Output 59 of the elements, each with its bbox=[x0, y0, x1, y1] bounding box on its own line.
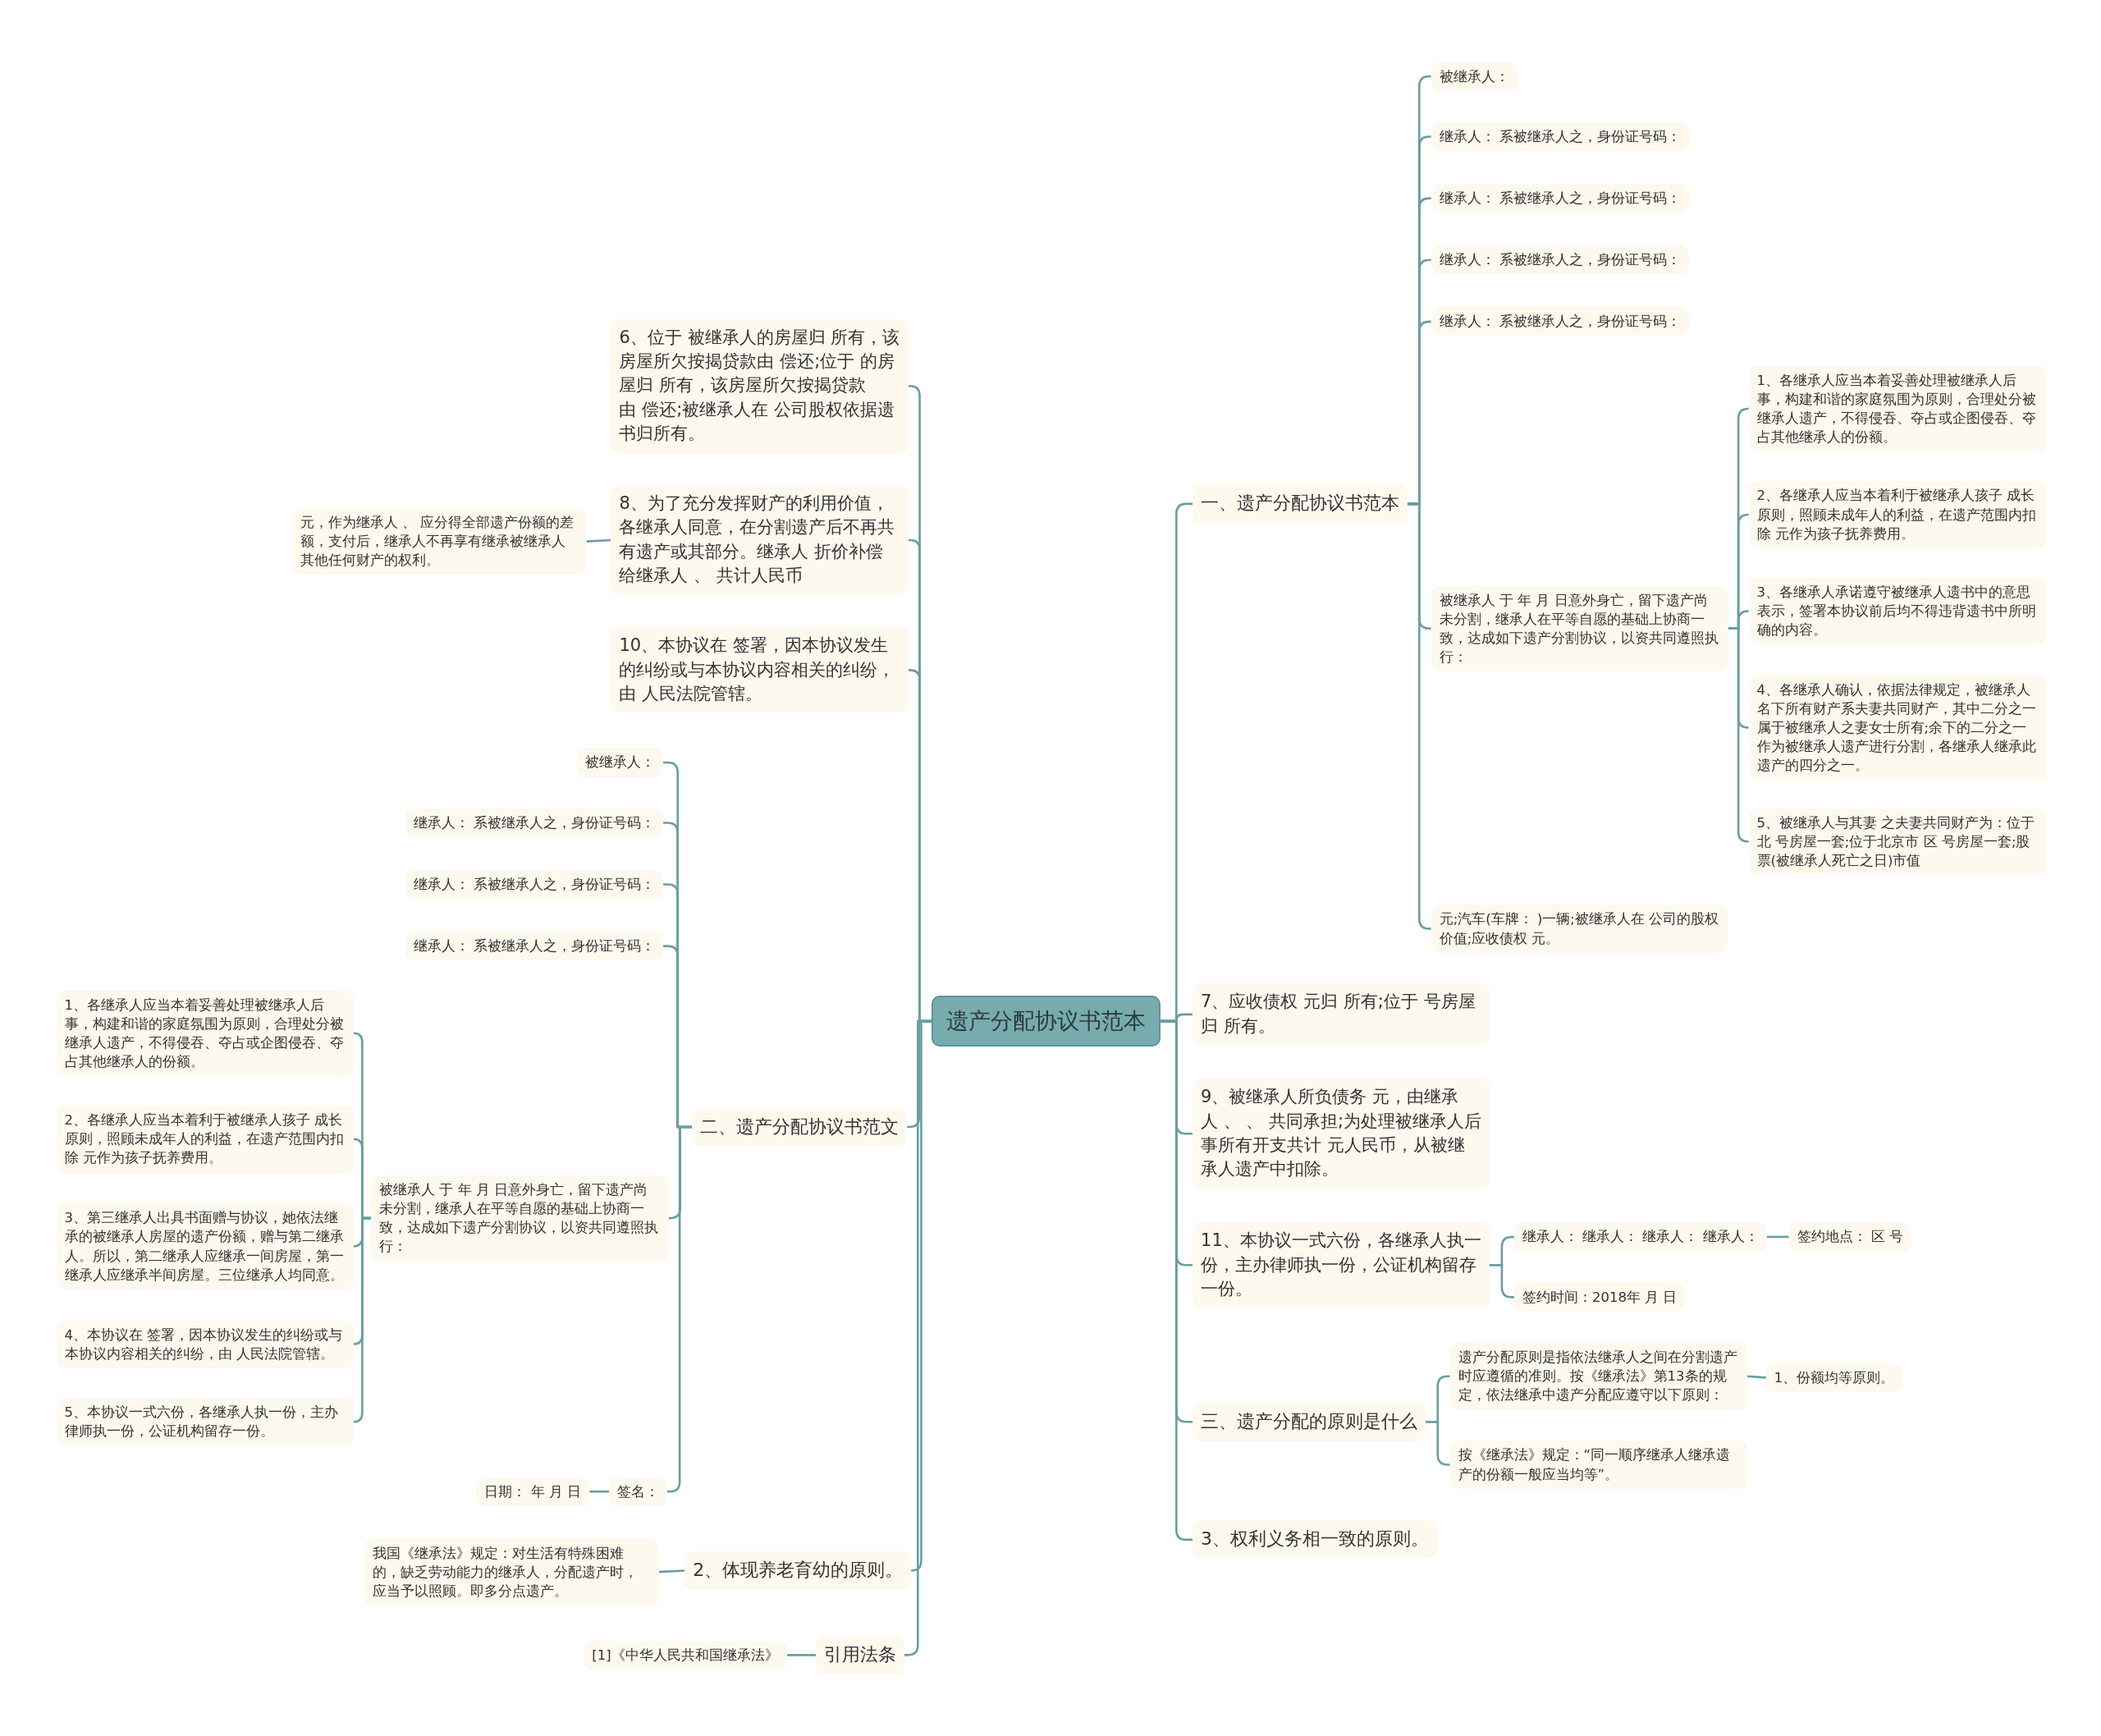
topic-box: 按《继承法》规定：“同一顺序继承人继承遗产的份额一般应当均等”。 bbox=[1449, 1441, 1747, 1489]
topic-box: 2、各继承人应当本着利于被继承人孩子 成长原则，照顾未成年人的利益，在遗产范围内扣除 元作为孩子抚养费用。 bbox=[56, 1106, 354, 1173]
topic-box: 10、本协议在 签署，因本协议发生的纠纷或与本协议内容相关的纠纷，由 人民法院管辖。 bbox=[611, 627, 909, 713]
topic-box: 签约地点： 区 号 bbox=[1788, 1222, 1912, 1252]
topic-box: 引用法条 bbox=[816, 1635, 905, 1674]
topic-box: 继承人： 系被继承人之，身份证号码： bbox=[405, 870, 664, 900]
topic-box: 被继承人： bbox=[1430, 62, 1517, 91]
connector-line bbox=[1766, 1235, 1789, 1239]
topic-box: 3、各继承人承诺遵守被继承人遗书中的意思表示，签署本协议前后均不得违背遗书中所明确的内容。 bbox=[1748, 578, 2047, 645]
topic-box: 日期： 年 月 日 bbox=[476, 1477, 590, 1506]
topic-box: 我国《继承法》规定：对生活有特殊困难的，缺乏劳动能力的继承人，分配遗产时，应当予以照顾。即多分点遗产。 bbox=[364, 1538, 660, 1605]
topic-box: [1]《中华人民共和国继承法》 bbox=[584, 1640, 787, 1670]
topic-box: 一、遗产分配协议书范本 bbox=[1192, 484, 1408, 524]
topic-box: 继承人： 继承人： 继承人： 继承人： bbox=[1513, 1222, 1767, 1252]
connector-line bbox=[1426, 1420, 1450, 1466]
topic-box: 4、各继承人确认，依据法律规定，被继承人名下所有财产系夫妻共同财产，其中二分之一属于被继承人之妻女士所有;余下的二分之一作为被继承人遗产进行分割，各继承人继承此遗产的四分之一。 bbox=[1748, 676, 2047, 781]
topic-box: 被继承人 于 年 月 日意外身亡，留下遗产尚未分割，继承人在平等自愿的基础上协商一致，达成如下遗产分割协议，以资共同遵照执行： bbox=[371, 1175, 669, 1262]
topic-box: 11、本协议一式六份，各继承人执一份，主办律师执一份，公证机构留存一份。 bbox=[1192, 1222, 1490, 1308]
topic-box: 3、权利义务相一致的原则。 bbox=[1192, 1520, 1438, 1560]
topic-box: 1、份额均等原则。 bbox=[1765, 1363, 1903, 1392]
topic-box: 元，作为继承人 、 应分得全部遗产份额的差额，支付后，继承人不再享有继承被继承人其他任何财产的权利。 bbox=[291, 508, 588, 575]
topic-box: 二、遗产分配协议书范文 bbox=[692, 1107, 908, 1147]
topic-box: 继承人： 系被继承人之，身份证号码： bbox=[1430, 245, 1689, 275]
connector-line bbox=[1746, 1375, 1766, 1379]
connector-line bbox=[786, 1654, 817, 1656]
connector-line bbox=[1490, 1263, 1514, 1299]
topic-box: 签约时间：2018年 月 日 bbox=[1513, 1282, 1686, 1312]
connector-line bbox=[904, 1019, 931, 1656]
topic-box: 签名： bbox=[609, 1477, 668, 1506]
topic-box: 继承人： 系被继承人之，身份证号码： bbox=[405, 808, 664, 838]
topic-box: 被继承人： bbox=[577, 748, 664, 777]
topic-box: 继承人： 系被继承人之，身份证号码： bbox=[1430, 122, 1689, 152]
topic-box: 4、本协议在 签署，因本协议发生的纠纷或与本协议内容相关的纠纷，由 人民法院管辖。 bbox=[56, 1320, 354, 1368]
topic-box: 7、应收债权 元归 所有;位于 号房屋归 所有。 bbox=[1192, 983, 1490, 1046]
topic-box: 1、各继承人应当本着妥善处理被继承人后事，构建和谐的家庭氛围为原则，合理处分被继承人遗产，不得侵吞、夺占或企图侵吞、夺占其他继承人的份额。 bbox=[1748, 365, 2047, 452]
topic-box: 9、被继承人所负债务 元，由继承人 、 、 共同承担;为处理被继承人后事所有开支共计 元人民币，从被继承人遗产中扣除。 bbox=[1192, 1079, 1490, 1189]
connector-line bbox=[659, 1569, 685, 1573]
connector-line bbox=[1160, 1019, 1193, 1541]
topic-box: 继承人： 系被继承人之，身份证号码： bbox=[405, 932, 664, 961]
topic-box: 8、为了充分发挥财产的利用价值，各继承人同意，在分割遗产后不再共有遗产或其部分。继承人 折价补偿给继承人 、 共计人民币 bbox=[611, 484, 909, 595]
topic-box: 被继承人 于 年 月 日意外身亡，留下遗产尚未分割，继承人在平等自愿的基础上协商一致，达成如下遗产分割协议，以资共同遵照执行： bbox=[1430, 585, 1729, 672]
connector-line bbox=[1408, 502, 1431, 930]
topic-box: 2、各继承人应当本着利于被继承人孩子 成长原则，照顾未成年人的利益，在遗产范围内扣除 元作为孩子抚养费用。 bbox=[1748, 481, 2047, 548]
topic-box: 3、第三继承人出具书面赠与协议，她依法继承的被继承人房屋的遗产份额，赠与第二继承人。所以，第二继承人应继承一间房屋，第一继承人应继承半间房屋。三位继承人均同意。 bbox=[56, 1203, 354, 1289]
topic-box: 继承人： 系被继承人之，身份证号码： bbox=[1430, 307, 1689, 337]
topic-box: 遗产分配原则是指依法继承人之间在分割遗产时应遵循的准则。按《继承法》第13条的规定，依法继承中遗产分配应遵守以下原则： bbox=[1449, 1343, 1747, 1410]
connector-line bbox=[352, 1216, 372, 1423]
connector-line bbox=[586, 538, 611, 543]
connector-line bbox=[1728, 627, 1750, 843]
central-topic-box: 遗产分配协议书范本 bbox=[931, 996, 1160, 1047]
connector-line bbox=[589, 1490, 610, 1493]
topic-box: 5、被继承人与其妻 之夫妻共同财产为：位于北 号房屋一套;位于北京市 区 号房屋一套;股票(被继承人死亡之日)市值 bbox=[1748, 808, 2047, 876]
topic-box: 元;汽车(车牌： )一辆;被继承人在 公司的股权价值;应收债权 元。 bbox=[1430, 905, 1729, 953]
topic-box: 三、遗产分配的原则是什么 bbox=[1192, 1402, 1426, 1441]
topic-box: 5、本协议一式六份，各继承人执一份，主办律师执一份，公证机构留存一份。 bbox=[56, 1398, 354, 1446]
topic-box: 1、各继承人应当本着妥善处理被继承人后事，构建和谐的家庭氛围为原则，合理处分被继承人遗产，不得侵吞、夺占或企图侵吞、夺占其他继承人的份额。 bbox=[56, 990, 354, 1077]
topic-box: 2、体现养老育幼的原则。 bbox=[684, 1550, 912, 1590]
topic-box: 6、位于 被继承人的房屋归 所有，该房屋所欠按揭贷款由 偿还;位于 的房屋归 所有，该房屋所欠按揭贷款由 偿还;被继承人在 公司股权依据遗书归所有。 bbox=[611, 318, 909, 453]
topic-box: 继承人： 系被继承人之，身份证号码： bbox=[1430, 184, 1689, 213]
